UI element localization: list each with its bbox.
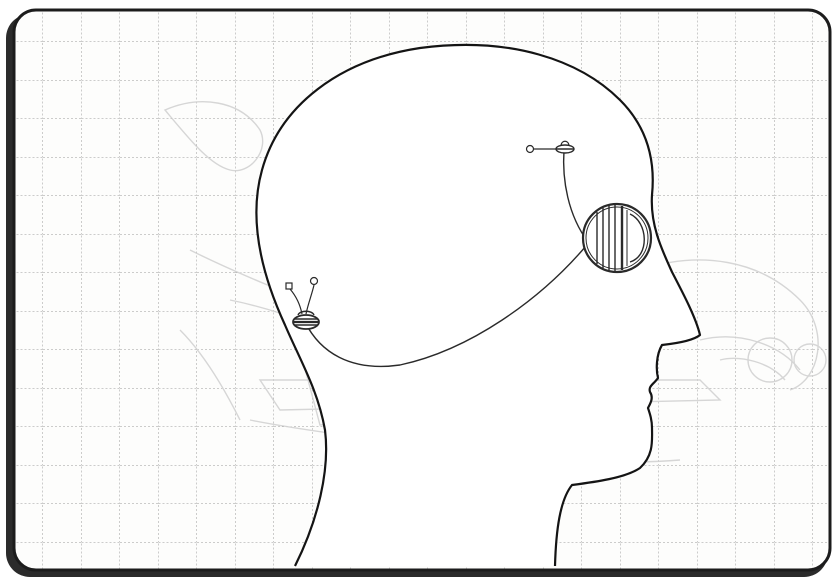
electrode-square-icon — [286, 283, 292, 289]
eye-implant — [583, 204, 651, 272]
electrode-small-icon — [527, 146, 534, 153]
electrode-round-icon — [311, 278, 318, 285]
circular-implant-icon — [583, 204, 651, 272]
